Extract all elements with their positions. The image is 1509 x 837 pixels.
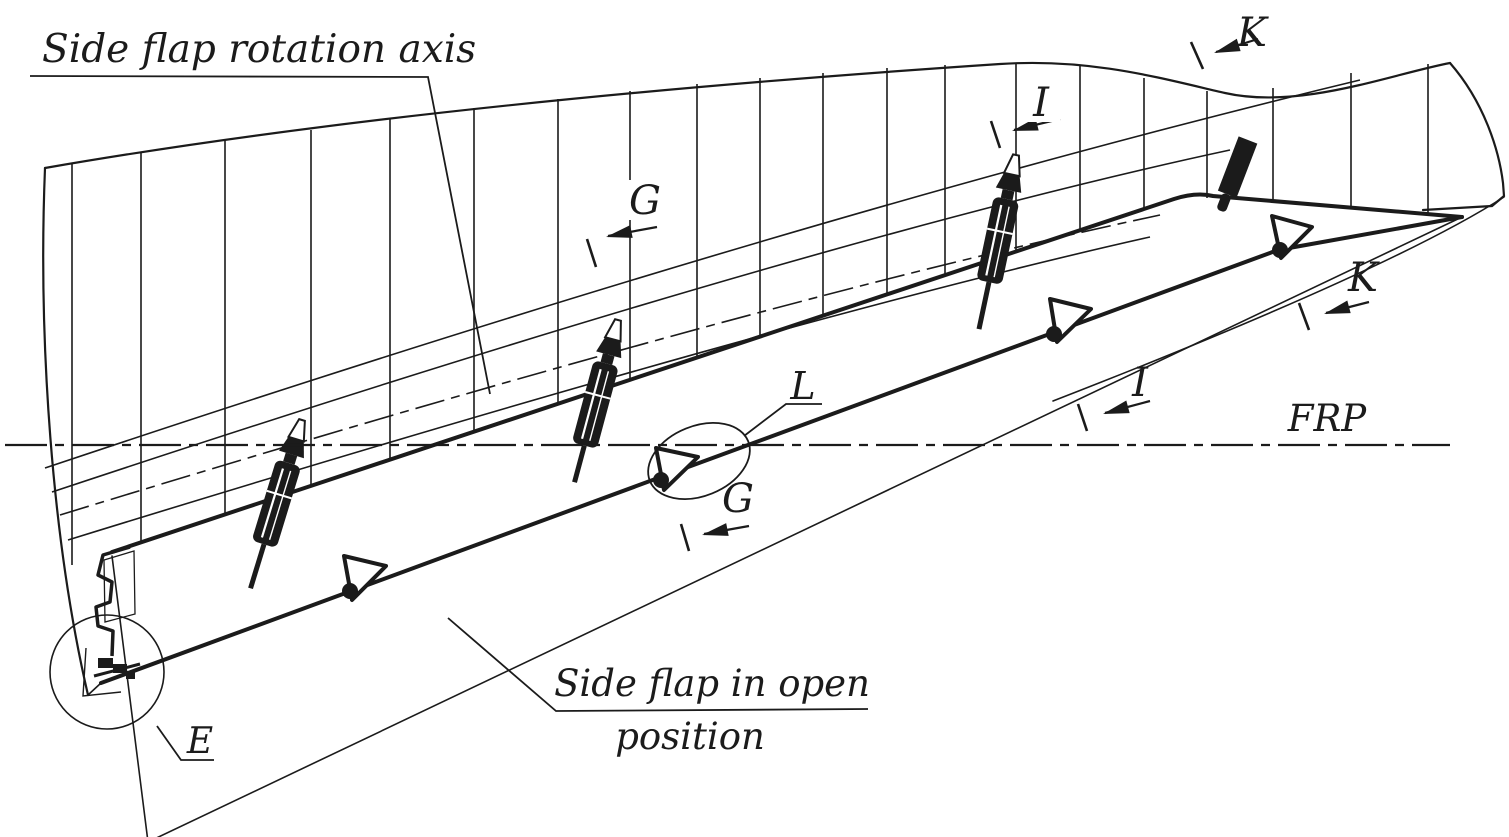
section-arrow-G-lower [679,523,750,552]
frame-lines [71,63,1429,565]
arrow-head-icon [1103,400,1130,414]
actuator-body-highlight [268,470,292,540]
opening-lower-line [67,236,1151,541]
foot-pivot [653,472,669,488]
flap-left-edge [111,555,149,837]
section-arrow-K-right [1297,300,1370,331]
hull-lower-right-edge [1052,196,1505,402]
actuator-1 [248,417,388,602]
arrow-head-icon [606,225,633,238]
actuator-body [977,197,1019,284]
section-letter-G-upper: G [629,178,661,224]
latch-block [98,658,113,668]
actuator-stub [1217,193,1231,212]
arrow-head-icon [1214,38,1241,53]
detail-ellipse-L [647,422,751,500]
hull-right-edge [1421,61,1506,212]
opening-second-line [51,149,1231,493]
flap-corner-latch [82,545,141,697]
rotation-axis-leader [29,75,491,395]
actuator-cone-base [995,172,1022,193]
rotation-axis-label: Side flap rotation axis [42,27,476,72]
section-arrow-I-upper [989,117,1061,149]
section-arrow-I-lower [1076,399,1151,432]
actuator-body-highlight [260,468,285,538]
hull-left-bottom-join [87,682,102,696]
actuator-cone [603,318,622,343]
recess-thin-box [103,550,136,623]
actuator-cone-base [596,337,622,359]
section-letter-K-top: K [1236,10,1269,56]
latch-pin [93,662,141,678]
detail-callout-L [647,403,822,500]
section-letter-I-upper: I [1032,80,1050,126]
rotation-axis-callout: Side flap rotation axis [29,27,491,395]
section-arrow-K-top [1189,37,1259,70]
section-tick [1076,403,1089,432]
section-letter-G-lower: G [722,476,754,522]
section-tick [585,238,598,268]
open-position-label-line1: Side flap in open [554,662,870,705]
opening-upper-line [44,79,1361,469]
label-mask [622,180,668,220]
actuator-rod [976,281,992,330]
label-mask [1022,88,1060,122]
detail-letter-E: E [186,721,213,762]
actuator-body-highlight [985,204,1003,276]
actuator-bar [1217,136,1258,198]
actuator-body [573,361,618,448]
detail-callout-E [49,614,214,761]
actuator-junction [600,353,615,366]
latch-block [126,671,135,679]
foot-pivot [1046,326,1062,342]
actuator-2 [572,318,700,492]
section-arrow-G-upper [585,225,658,268]
section-tick [1297,302,1311,331]
frp-centerline-group: FRP [5,397,1450,447]
actuator-body-highlight [993,206,1010,278]
arrow-head-icon [1324,300,1351,314]
flap-bottom-edge [156,216,1463,837]
open-position-label-line2: position [615,715,765,758]
flap-hinge-edge [99,215,1464,685]
actuator-cone-base [279,436,304,459]
section-tick [989,120,1002,149]
actuator-junction [283,452,298,465]
open-position-callout: Side flap in open position [447,617,870,758]
actuator-cone [286,417,306,443]
flap-top-edge [110,192,1464,554]
foot-pivot [342,583,358,599]
actuator-body-seam [266,489,292,500]
foot-pivot [1272,242,1288,258]
actuator-rod [248,543,267,590]
detail-letter-L: L [789,364,815,408]
recess-step-edge [94,545,131,657]
section-letter-K-right: K [1347,255,1380,301]
actuator-body-seam [584,391,611,400]
frp-label: FRP [1287,397,1368,440]
arrow-head-icon [702,523,729,536]
latch-bracket-outline [82,647,122,697]
section-tick [1189,41,1205,70]
actuator-body-highlight [580,368,602,440]
opening-edge-lines [44,79,1361,541]
actuator-body-highlight [589,371,610,441]
section-tick [679,523,691,552]
detail-circle-E [49,614,165,730]
section-letter-I-lower: I [1131,360,1149,406]
actuator-rod [572,444,587,483]
actuator-body-seam [986,227,1013,235]
detail-leader-E [156,725,214,761]
actuator-4 [1217,136,1314,260]
hull-top-curve [43,61,1452,170]
actuator-3 [976,153,1093,344]
actuator-cone [1002,153,1021,178]
actuator-junction [1000,188,1015,201]
detail-leader-L [743,403,822,437]
hull-left-edge [42,166,90,697]
open-position-leader [447,617,869,712]
hull-outline [42,61,1506,697]
